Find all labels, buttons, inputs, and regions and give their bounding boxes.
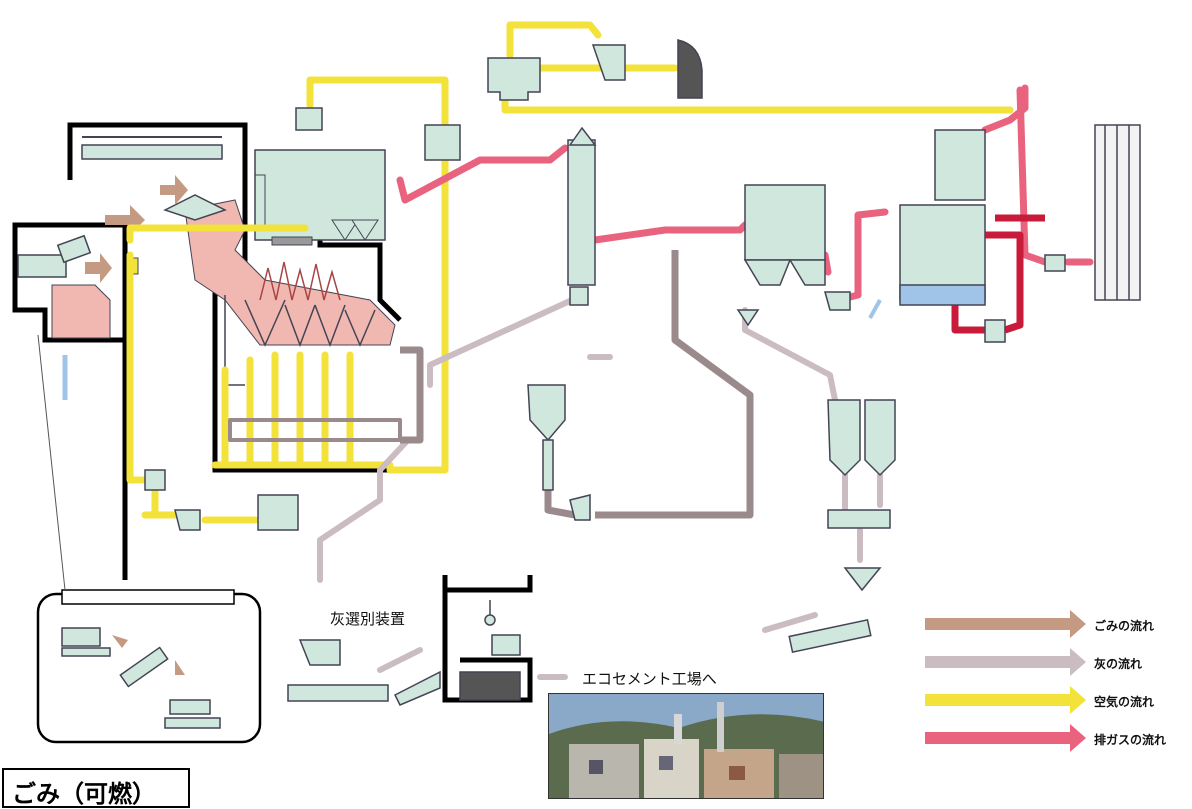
bulky-waste-leader [38, 335, 65, 590]
bag-filter-hopper-2 [790, 260, 825, 285]
air-intake-hood [678, 40, 702, 98]
gas-cooler [568, 140, 595, 285]
bulky-shredder [170, 700, 210, 714]
bulky-waste-header [62, 590, 234, 604]
deodorizer-fan-2 [175, 510, 200, 530]
air-preheater-2 [425, 125, 460, 160]
scrubber-upper [935, 130, 985, 200]
ash-from-cooler [430, 300, 572, 385]
fan-push [296, 108, 322, 130]
stack-damper [1045, 255, 1065, 271]
plant-drain-arrow [870, 300, 880, 318]
crane-rail [82, 145, 222, 159]
waste-arrow-3 [85, 253, 112, 283]
carbon-return-up [595, 250, 750, 515]
legend-label-flue: 排ガスの流れ [1094, 731, 1166, 748]
air-duct-top [510, 25, 598, 55]
waste-category-title: ごみ（可燃） [12, 774, 156, 809]
bag-filter-body [745, 185, 825, 260]
bulky-truck [62, 628, 100, 646]
ash-to-sorter [320, 440, 408, 580]
ash-to-pit [765, 615, 815, 630]
air-duct-return [505, 70, 1010, 110]
legend-label-air: 空気の流れ [1094, 693, 1154, 710]
dust-hopper [845, 568, 880, 590]
waste-pit [52, 285, 110, 338]
legend-arrow-flue [925, 724, 1086, 752]
activated-carbon-filter [528, 385, 565, 440]
circulation-pump [985, 320, 1005, 342]
flue-to-scrubber [838, 212, 885, 300]
refuse-grate [272, 237, 312, 245]
ecocement-plant-photo [548, 693, 824, 799]
legend-arrow-ash [925, 648, 1086, 676]
dust-mixer [828, 510, 890, 528]
ash-sorter-to-pit [380, 650, 420, 670]
ash-sorting-label: 灰選別装置 [330, 608, 405, 629]
bag-filter-valve [738, 310, 758, 325]
flue-cooler-to-bag [595, 225, 745, 240]
waste-category-box: ごみ（可燃） [2, 768, 190, 808]
equipment [145, 40, 1065, 705]
truck-bed-icon [58, 236, 90, 262]
photo-image [549, 694, 824, 799]
dust-silo-1 [828, 400, 860, 475]
carbon-filter-pipe [543, 440, 553, 490]
alkali-loop-right [985, 235, 1020, 330]
ash-conveyor-incline [395, 672, 440, 705]
truck-icon [18, 255, 66, 277]
induced-fan [825, 292, 850, 310]
legend-label-waste: ごみの流れ [1094, 617, 1154, 634]
ash-crane-grab [485, 615, 495, 625]
deodorizer [258, 495, 298, 530]
to-ecocement-label: エコセメント工場へ [582, 668, 717, 689]
scrubber-water [900, 285, 985, 305]
bulky-shredder-base [165, 718, 220, 728]
bag-filter-hopper-1 [745, 260, 790, 285]
flue-to-stack [1020, 90, 1045, 262]
furnace-ash-pipe [400, 350, 420, 440]
legend-label-ash: 灰の流れ [1094, 655, 1142, 672]
legend-arrows [925, 610, 1086, 752]
gas-cooler-base [570, 287, 588, 305]
air-duct-left [130, 255, 155, 480]
ash-sorter-hopper [300, 640, 340, 665]
air-preheater-top [488, 58, 540, 100]
gas-cooler-cap [570, 128, 595, 145]
fan-top [593, 45, 625, 80]
ash-conveyor-left [288, 685, 388, 701]
ash-conveyor-right [789, 620, 871, 652]
deodorizer-fan-1 [145, 470, 165, 490]
ash-pit-roof [445, 575, 530, 590]
ash-truck [492, 635, 520, 655]
ash-pile [460, 672, 520, 700]
stoker-conveyor [230, 420, 400, 440]
bulky-truck-base [62, 648, 110, 656]
ash-from-bag [745, 310, 835, 400]
legend-arrow-air [925, 686, 1086, 714]
stack [1095, 125, 1140, 300]
dust-silo-2 [865, 400, 895, 475]
legend-arrow-waste [925, 610, 1086, 638]
